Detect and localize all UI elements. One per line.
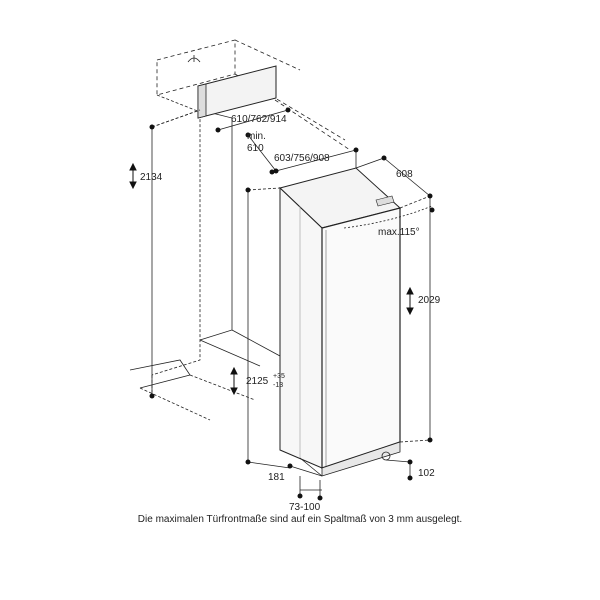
label-installation-height: 2125 — [246, 376, 269, 387]
label-toe-kick: 73-100 — [289, 502, 321, 513]
label-tolerance-plus: +35 — [273, 373, 285, 380]
label-min: min. — [247, 131, 266, 142]
label-niche-height: 2134 — [140, 172, 163, 183]
dimension-lines — [151, 109, 433, 498]
top-trim-panel — [197, 65, 277, 119]
label-niche-depth: 610 — [247, 143, 264, 154]
label-tolerance-minus: -13 — [273, 382, 283, 389]
arrow-markers — [129, 162, 414, 396]
label-depth: 608 — [396, 169, 413, 180]
label-front-offset: 102 — [418, 468, 435, 479]
appliance — [279, 167, 402, 477]
dimension-dots — [149, 107, 435, 501]
label-appliance-height: 2029 — [418, 295, 441, 306]
label-door-width: 603/756/908 — [274, 153, 330, 164]
dimension-labels: 2134 610/762/914 min. 610 603/756/908 60… — [140, 114, 441, 513]
label-niche-width: 610/762/914 — [231, 114, 287, 125]
label-plinth-depth: 181 — [268, 472, 285, 483]
caption: Die maximalen Türfrontmaße sind auf ein … — [137, 514, 463, 525]
label-door-opening: max.115° — [378, 227, 420, 238]
